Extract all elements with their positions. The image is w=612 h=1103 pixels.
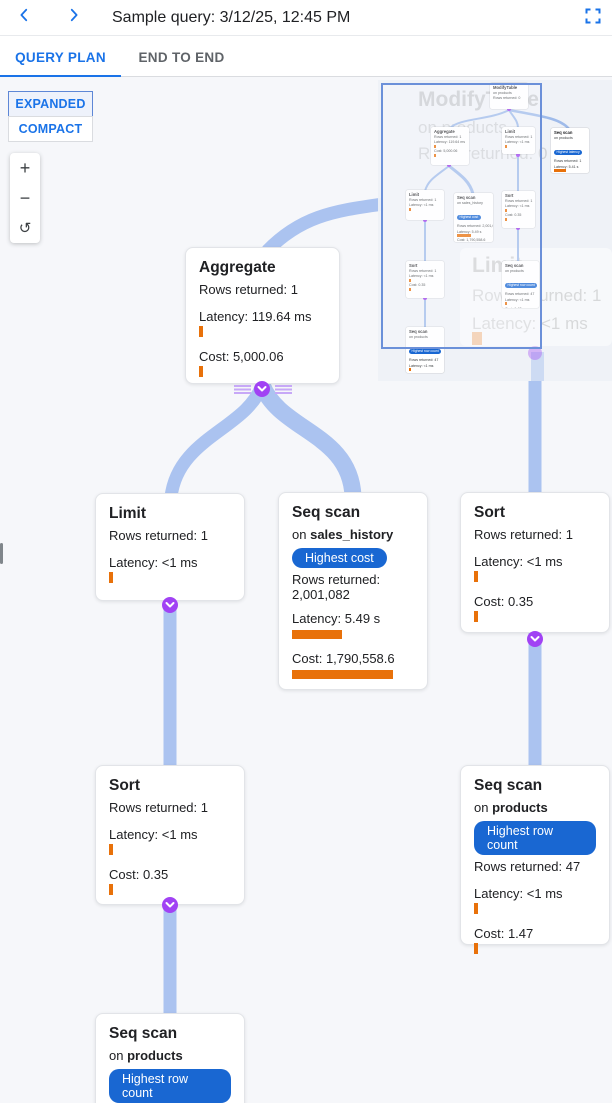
ghost-collapse-button: [528, 346, 542, 360]
minimap-node-limit-top: Limit Rows returned: 1 Latency: <1 ms: [502, 127, 535, 154]
minimap-node-sort-left: Sort Rows returned: 1 Latency: <1 ms Cos…: [406, 261, 444, 298]
latency-bar: [109, 844, 113, 855]
minimap-node-limit-left: Limit Rows returned: 1 Latency: <1 ms: [406, 190, 444, 220]
minimap-node-seq-scan-rows-left: Seq scan on products Highest row count R…: [406, 327, 444, 373]
minimap-node-sort-mid: Sort Rows returned: 1 Latency: <1 ms Cos…: [502, 191, 535, 228]
node-title: Sort: [109, 777, 140, 794]
edge-stripes-right: [275, 385, 292, 394]
minimap-viewport[interactable]: [381, 83, 542, 349]
minimap-edges: [423, 107, 570, 328]
collapse-button-sort-left[interactable]: [162, 897, 178, 913]
node-latency: Latency: <1 ms: [474, 554, 563, 569]
plan-node-seq-scan-sales-history[interactable]: Seq scan on sales_history Highest cost R…: [278, 492, 428, 690]
node-title: Limit: [109, 505, 147, 522]
node-cost: Cost: 5,000.06: [199, 349, 284, 364]
node-table: on sales_history: [292, 527, 394, 542]
vertical-scrollbar[interactable]: [0, 543, 3, 564]
minimap-node-aggregate: Aggregate Rows returned: 1 Latency: 119.…: [431, 127, 469, 165]
plan-node-sort-left[interactable]: Sort Rows returned: 1 Latency: <1 ms Cos…: [95, 765, 245, 905]
fullscreen-button[interactable]: [584, 8, 602, 29]
plan-node-seq-scan-products-bottom[interactable]: Seq scan on products Highest row count R…: [95, 1013, 245, 1103]
forward-button[interactable]: [58, 2, 90, 34]
highest-row-count-badge: Highest row count: [109, 1067, 231, 1103]
ghost-limit-latency: Latency: <1 ms: [472, 314, 588, 333]
node-latency: Latency: 5.49 s: [292, 611, 381, 626]
cost-bar: [199, 366, 203, 377]
collapse-button-aggregate[interactable]: [254, 381, 270, 397]
chevron-down-icon: [165, 596, 175, 614]
plan-node-limit[interactable]: Limit Rows returned: 1 Latency: <1 ms: [95, 493, 245, 601]
node-table: on products: [109, 1048, 183, 1063]
zoom-out-button[interactable]: −: [19, 187, 31, 208]
ghost-edge: [531, 352, 544, 381]
latency-bar: [474, 571, 478, 582]
latency-bar: [474, 903, 478, 914]
node-rows: Rows returned: 1: [109, 800, 208, 815]
node-latency: Latency: <1 ms: [109, 555, 198, 570]
node-title: Seq scan: [109, 1025, 178, 1042]
minimap-node-seq-scan-latency: Seq scan on products Highest latency Row…: [551, 128, 589, 173]
node-latency: Latency: <1 ms: [109, 827, 198, 842]
zoom-reset-button[interactable]: ↺: [18, 220, 32, 237]
node-rows: Rows returned: 1: [474, 527, 573, 542]
cost-bar: [474, 943, 478, 954]
highest-cost-badge: Highest cost: [292, 546, 414, 572]
node-rows: Rows returned: 2,001,082: [292, 572, 381, 602]
tab-end-to-end[interactable]: END TO END: [138, 49, 225, 65]
collapse-button-sort-right[interactable]: [527, 631, 543, 647]
chevron-left-icon: [15, 6, 33, 29]
node-latency: Latency: 119.64 ms: [199, 309, 312, 324]
page-title: Sample query: 3/12/25, 12:45 PM: [112, 8, 351, 26]
node-latency: Latency: <1 ms: [474, 886, 563, 901]
zoom-controls: + − ↺: [10, 153, 40, 243]
title-bar: Sample query: 3/12/25, 12:45 PM: [0, 0, 612, 36]
node-table: on products: [474, 800, 548, 815]
highest-row-count-badge: Highest row count: [474, 819, 596, 859]
node-title: Aggregate: [199, 259, 276, 276]
back-button[interactable]: [8, 2, 40, 34]
collapse-button-limit[interactable]: [162, 597, 178, 613]
cost-bar: [292, 670, 393, 679]
zoom-in-button[interactable]: +: [19, 157, 31, 178]
edge-stripes-left: [234, 385, 251, 394]
plan-node-sort-right[interactable]: Sort Rows returned: 1 Latency: <1 ms Cos…: [460, 492, 610, 633]
chevron-down-icon: [257, 380, 267, 398]
node-title: Seq scan: [292, 504, 361, 521]
minimap-node-seq-scan-rows-mid: Seq scan on products Highest row count R…: [502, 261, 539, 308]
node-rows: Rows returned: 1: [109, 528, 208, 543]
fullscreen-icon: [585, 8, 601, 29]
node-title: Seq scan: [474, 777, 543, 794]
node-title: Sort: [474, 504, 505, 521]
view-mode-toggle: EXPANDED COMPACT: [8, 91, 93, 142]
query-plan-canvas[interactable]: EXPANDED COMPACT + − ↺ Aggregate Rows re…: [0, 77, 612, 1103]
minimap-node-modifytable: ModifyTable on products Rows returned: 0: [490, 83, 528, 109]
cost-bar: [474, 611, 478, 622]
tab-bar: QUERY PLAN END TO END: [0, 37, 612, 78]
latency-bar: [292, 630, 342, 639]
minimap[interactable]: ModifyTable on products Rows returned: 0…: [378, 80, 612, 381]
plan-node-aggregate[interactable]: Aggregate Rows returned: 1 Latency: 119.…: [185, 247, 340, 384]
node-cost: Cost: 0.35: [474, 594, 534, 609]
chevron-right-icon: [65, 6, 83, 29]
tab-query-plan[interactable]: QUERY PLAN: [0, 37, 121, 78]
latency-bar: [199, 326, 203, 337]
chevron-down-icon: [530, 630, 540, 648]
plan-node-seq-scan-products-right[interactable]: Seq scan on products Highest row count R…: [460, 765, 610, 954]
cost-bar: [109, 884, 113, 895]
node-cost: Cost: 1.47: [474, 926, 534, 941]
node-rows: Rows returned: 1: [199, 282, 298, 297]
ghost-latency-bar: [472, 332, 482, 345]
node-cost: Cost: 1,790,558.6: [292, 651, 395, 666]
expanded-button[interactable]: EXPANDED: [8, 91, 93, 117]
latency-bar: [109, 572, 113, 583]
compact-button[interactable]: COMPACT: [8, 116, 93, 142]
node-rows: Rows returned: 47: [474, 859, 581, 874]
plan-edges: [163, 197, 542, 1017]
node-cost: Cost: 0.35: [109, 867, 169, 882]
minimap-node-seq-scan-cost: Seq scan on sales_history Highest cost R…: [454, 193, 493, 242]
chevron-down-icon: [165, 896, 175, 914]
